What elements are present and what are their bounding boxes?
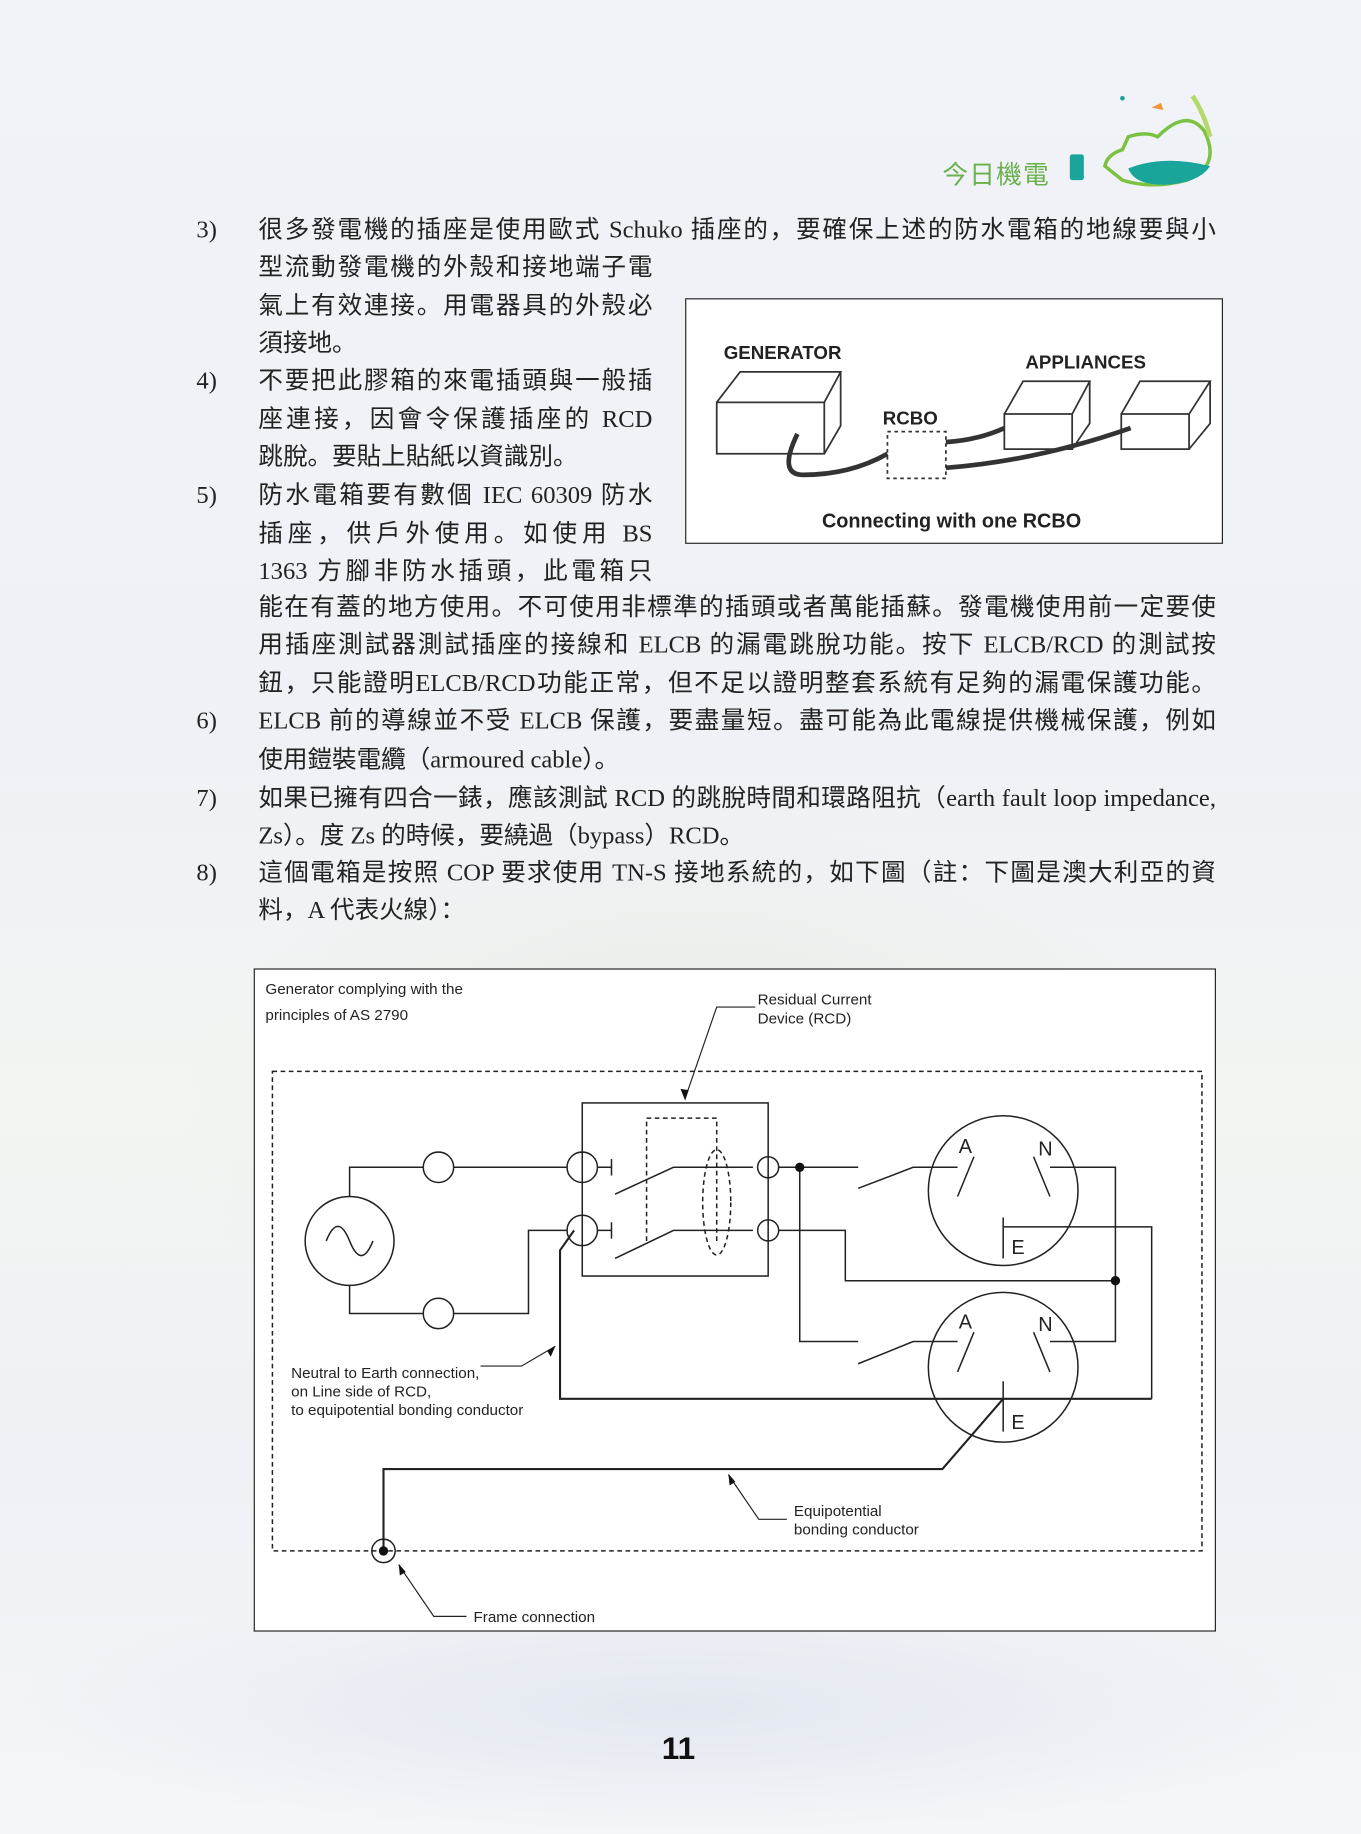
paragraph-line: 不要把此膠箱的來電插頭與一般插 — [258, 366, 653, 395]
item-number: 4) — [196, 366, 217, 395]
paragraph-line: ELCB 前的導線並不受 ELCB 保護，要盡量短。盡可能為此電線提供機械保護，… — [258, 706, 1216, 735]
page-number: 11 — [661, 1731, 696, 1767]
lightbulb-logo-icon — [1069, 94, 1213, 187]
paragraph-line: 鈕，只能證明ELCB/RCD功能正常，但不足以證明整套系統有足夠的漏電保護功能。 — [258, 669, 1216, 698]
paragraph-line: 跳脫。要貼上貼紙以資識別。 — [258, 442, 578, 471]
generator-box — [715, 371, 843, 455]
tn-s-circuit-diagram: Generator complying with the principles … — [253, 968, 1216, 1632]
generator-note-line: Generator complying with the — [265, 981, 463, 998]
neutral-earth-label-line: to equipotential bonding conductor — [291, 1402, 523, 1419]
paragraph-line: 很多發電機的插座是使用歐式 Schuko 插座的，要確保上述的防水電箱的地線要與… — [258, 215, 1216, 244]
paragraph-line: 氣上有效連接。用電器具的外殼必 — [258, 291, 653, 320]
neutral-earth-label-line: on Line side of RCD, — [291, 1384, 431, 1401]
frame-connection-terminal — [371, 1538, 396, 1564]
rcd-box — [581, 1102, 769, 1277]
paragraph-line: 能在有蓋的地方使用。不可使用非標準的插頭或者萬能插蘇。發電機使用前一定要使 — [258, 592, 1216, 622]
generator-note-line: principles of AS 2790 — [265, 1007, 408, 1024]
generator-label: GENERATOR — [724, 342, 842, 363]
socket-outlet-2 — [927, 1291, 1079, 1443]
socket-outlet-1 — [927, 1115, 1079, 1267]
item-number: 5) — [196, 480, 217, 509]
paragraph-line: 防水電箱要有數個 IEC 60309 防水 — [258, 480, 653, 509]
paragraph-line: Zs）。度 Zs 的時候，要繞過（bypass）RCD。 — [258, 821, 745, 850]
pin-label-n: N — [1038, 1314, 1052, 1336]
appliances-label: APPLIANCES — [1025, 351, 1146, 372]
item-number: 6) — [196, 706, 217, 735]
generator-enclosure — [271, 1070, 1203, 1552]
paragraph-line: 這個電箱是按照 COP 要求使用 TN-S 接地系統的，如下圖（註：下圖是澳大利… — [258, 858, 1216, 887]
paragraph-line: 型流動發電機的外殼和接地端子電 — [258, 252, 653, 281]
rcbo-connection-figure: GENERATOR APPLIANCES RCBO Connecting wit… — [685, 298, 1223, 544]
paragraph-line: 1363 方腳非防水插頭，此電箱只 — [258, 556, 653, 585]
appliance-box-2 — [1120, 380, 1212, 451]
paragraph-line: 插座，供戶外使用。如使用 BS — [258, 519, 653, 548]
frame-connection-label: Frame connection — [474, 1609, 596, 1626]
rcbo-box — [886, 430, 947, 480]
rcd-label-line: Residual Current — [758, 992, 873, 1009]
pin-label-a: A — [959, 1312, 973, 1334]
paragraph-line: 料，A 代表火線）： — [258, 895, 466, 924]
pin-label-n: N — [1038, 1139, 1052, 1161]
paragraph-line: 使用鎧裝電纜（armoured cable）。 — [258, 745, 620, 774]
item-number: 8) — [196, 858, 217, 887]
item-number: 7) — [196, 783, 217, 812]
equipotential-label-line: bonding conductor — [794, 1522, 919, 1539]
paragraph-line: 如果已擁有四合一錶，應該測試 RCD 的跳脫時間和環路阻抗（earth faul… — [258, 783, 1216, 812]
neutral-earth-label-line: Neutral to Earth connection, — [291, 1365, 479, 1382]
appliance-box-1 — [1003, 380, 1092, 451]
rcd-label-line: Device (RCD) — [758, 1010, 852, 1027]
figure-caption: Connecting with one RCBO — [822, 510, 1081, 532]
equipotential-label-line: Equipotential — [794, 1503, 882, 1520]
paragraph-line: 用插座測試器測試插座的接線和 ELCB 的漏電跳脫功能。按下 ELCB/RCD … — [258, 630, 1216, 659]
paragraph-line: 須接地。 — [258, 328, 357, 357]
paragraph-line: 座連接，因會令保護插座的 RCD — [258, 404, 653, 433]
rcbo-label: RCBO — [883, 408, 938, 429]
pin-label-e: E — [1011, 1237, 1024, 1259]
pin-label-a: A — [959, 1136, 973, 1158]
pin-label-e: E — [1011, 1412, 1024, 1434]
item-number: 3) — [196, 215, 217, 244]
logo-text: 今日機電 — [942, 161, 1050, 191]
